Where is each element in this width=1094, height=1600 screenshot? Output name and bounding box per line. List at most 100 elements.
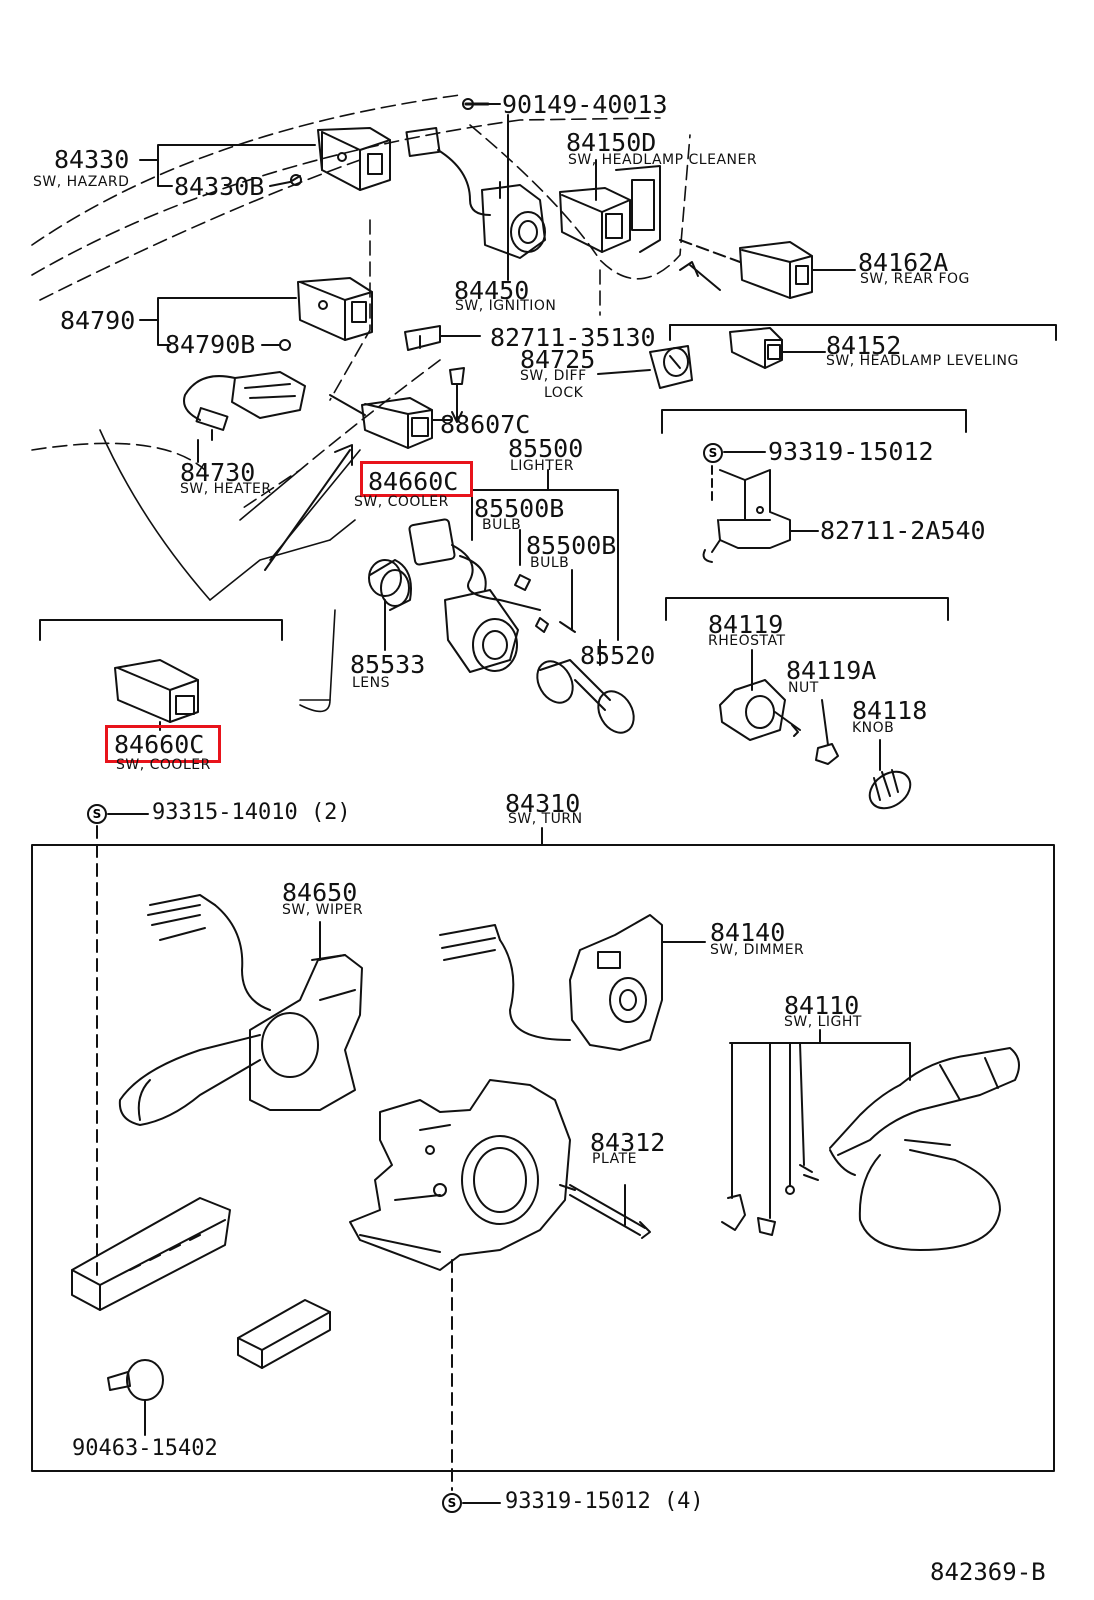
lighter-bracket bbox=[471, 489, 619, 641]
label-88607c-num[interactable]: 88607C bbox=[440, 410, 531, 439]
connector-block-drawing bbox=[71, 1197, 231, 1311]
label-84119-desc: RHEOSTAT bbox=[708, 633, 786, 649]
lighter-knob-85520-drawing bbox=[536, 659, 635, 734]
label-90149-num[interactable]: 90149-40013 bbox=[502, 90, 668, 119]
wiper-switch-drawing bbox=[118, 894, 363, 1126]
screw-90149-drawing bbox=[462, 98, 490, 110]
label-84730-num[interactable]: 84730 bbox=[180, 458, 256, 487]
label-84650-num[interactable]: 84650 bbox=[282, 878, 358, 907]
s-symbol-93319a: S bbox=[703, 443, 723, 463]
label-84650-desc: SW, WIPER bbox=[282, 902, 364, 918]
label-84119-num[interactable]: 84119 bbox=[708, 610, 784, 639]
label-85533-num[interactable]: 85533 bbox=[350, 650, 426, 679]
cooler-switch-bottom-drawing bbox=[114, 659, 199, 723]
label-84725-num[interactable]: 84725 bbox=[520, 345, 596, 374]
cooler-switch-top-drawing bbox=[329, 394, 433, 449]
frg-bracket bbox=[669, 324, 1057, 341]
label-85500b-2-desc: BULB bbox=[530, 555, 570, 571]
nut-84119a-drawing bbox=[815, 743, 839, 765]
dashboard-structure bbox=[99, 429, 361, 713]
label-90463-num[interactable]: 90463-15402 bbox=[72, 1436, 218, 1461]
label-84118-num[interactable]: 84118 bbox=[852, 696, 928, 725]
label-93315-num[interactable]: 93315-14010 (2) bbox=[152, 800, 351, 825]
lens-85533-drawing bbox=[368, 559, 412, 611]
s-symbol-93315: S bbox=[87, 804, 107, 824]
bulb-88607-drawing bbox=[449, 367, 465, 423]
highlight-84660c-bottom bbox=[105, 725, 221, 763]
headlamp-cleaner-switch-drawing bbox=[559, 165, 661, 253]
label-85500b-1-num[interactable]: 85500B bbox=[474, 494, 565, 523]
label-84330-desc: SW, HAZARD bbox=[33, 174, 130, 190]
leader-84790-b bbox=[157, 297, 297, 321]
highlight-84660c-top bbox=[360, 461, 473, 497]
combination-housing-drawing bbox=[349, 1079, 571, 1271]
heater-switch-drawing bbox=[183, 371, 306, 441]
label-84790-num[interactable]: 84790 bbox=[60, 306, 136, 335]
label-84450-num[interactable]: 84450 bbox=[454, 276, 530, 305]
label-84140-desc: SW, DIMMER bbox=[710, 942, 805, 958]
rheostat-bracket bbox=[665, 597, 949, 621]
label-84725-desc2: LOCK bbox=[544, 385, 584, 401]
rheostat-84119-drawing bbox=[719, 679, 801, 741]
label-85500b-2-num[interactable]: 85500B bbox=[526, 531, 617, 560]
label-84162a-num[interactable]: 84162A bbox=[858, 248, 949, 277]
label-84152-num[interactable]: 84152 bbox=[826, 331, 902, 360]
headlamp-leveling-switch-drawing bbox=[729, 327, 783, 369]
label-85500-desc: LIGHTER bbox=[510, 458, 574, 474]
label-85500-num[interactable]: 85500 bbox=[508, 434, 584, 463]
s-symbol-93319b: S bbox=[442, 1493, 462, 1513]
label-82711a-num[interactable]: 82711-35130 bbox=[490, 323, 656, 352]
label-84110-desc: SW, LIGHT bbox=[784, 1014, 862, 1030]
diff-lock-switch-drawing bbox=[649, 345, 693, 389]
label-84162a-desc: SW, REAR FOG bbox=[860, 271, 970, 287]
label-84330-num[interactable]: 84330 bbox=[54, 145, 130, 174]
ignition-switch-drawing bbox=[405, 127, 546, 259]
label-84118-desc: KNOB bbox=[852, 720, 895, 736]
label-84110-num[interactable]: 84110 bbox=[784, 991, 860, 1020]
dashboard-arrows bbox=[264, 261, 721, 571]
label-84140-num[interactable]: 84140 bbox=[710, 918, 786, 947]
label-93319a-num[interactable]: 93319-15012 bbox=[768, 437, 934, 466]
label-84119a-desc: NUT bbox=[788, 680, 819, 696]
leader-84790 bbox=[139, 319, 171, 346]
label-85520-num[interactable]: 85520 bbox=[580, 641, 656, 670]
label-84660c-top-num[interactable]: 84660C bbox=[368, 467, 459, 496]
tilt-bracket bbox=[661, 409, 967, 434]
leader-84162a-dash bbox=[679, 239, 741, 263]
label-84450-desc: SW, IGNITION bbox=[455, 298, 557, 314]
cooler-bot-bracket bbox=[39, 619, 283, 641]
leader-84330-b bbox=[157, 144, 316, 161]
label-84310-desc: SW, TURN bbox=[508, 811, 583, 827]
dimmer-switch-drawing bbox=[439, 914, 663, 1051]
label-84312-num[interactable]: 84312 bbox=[590, 1128, 666, 1157]
label-85500b-1-desc: BULB bbox=[482, 517, 522, 533]
bracket-82711-2a540-drawing bbox=[702, 469, 791, 563]
connector-small-drawing bbox=[237, 1299, 331, 1369]
label-82711b-num[interactable]: 82711-2A540 bbox=[820, 516, 986, 545]
label-84660c-bot-desc: SW, COOLER bbox=[116, 757, 211, 773]
label-84790b-num[interactable]: 84790B bbox=[165, 330, 256, 359]
label-84119a-num[interactable]: 84119A bbox=[786, 656, 877, 685]
light-switch-drawing bbox=[721, 1047, 1020, 1251]
label-84660c-top-desc: SW, COOLER bbox=[354, 494, 449, 510]
label-84330b-num[interactable]: 84330B bbox=[174, 172, 265, 201]
label-84312-desc: PLATE bbox=[592, 1151, 637, 1167]
leader-84725 bbox=[597, 369, 651, 375]
hazard-switch-drawing bbox=[317, 127, 391, 191]
label-84310-num[interactable]: 84310 bbox=[505, 789, 581, 818]
leader-84330 bbox=[139, 159, 173, 187]
label-93319b-num[interactable]: 93319-15012 (4) bbox=[505, 1489, 704, 1514]
clip-82711-drawing bbox=[404, 325, 441, 351]
clamp-90463-drawing bbox=[107, 1359, 164, 1401]
label-84725-desc1: SW, DIFF bbox=[520, 368, 587, 384]
diagram-id: 842369-B bbox=[930, 1558, 1046, 1586]
leader-84119a bbox=[821, 699, 829, 746]
dashboard-outline bbox=[31, 94, 691, 511]
knob-84118-drawing bbox=[868, 769, 912, 810]
label-84150d-desc: SW, HEADLAMP CLEANER bbox=[568, 152, 758, 168]
label-84150d-num[interactable]: 84150D bbox=[566, 128, 657, 157]
label-84660c-bot-num[interactable]: 84660C bbox=[114, 730, 205, 759]
lighter-socket-drawing bbox=[408, 518, 576, 673]
